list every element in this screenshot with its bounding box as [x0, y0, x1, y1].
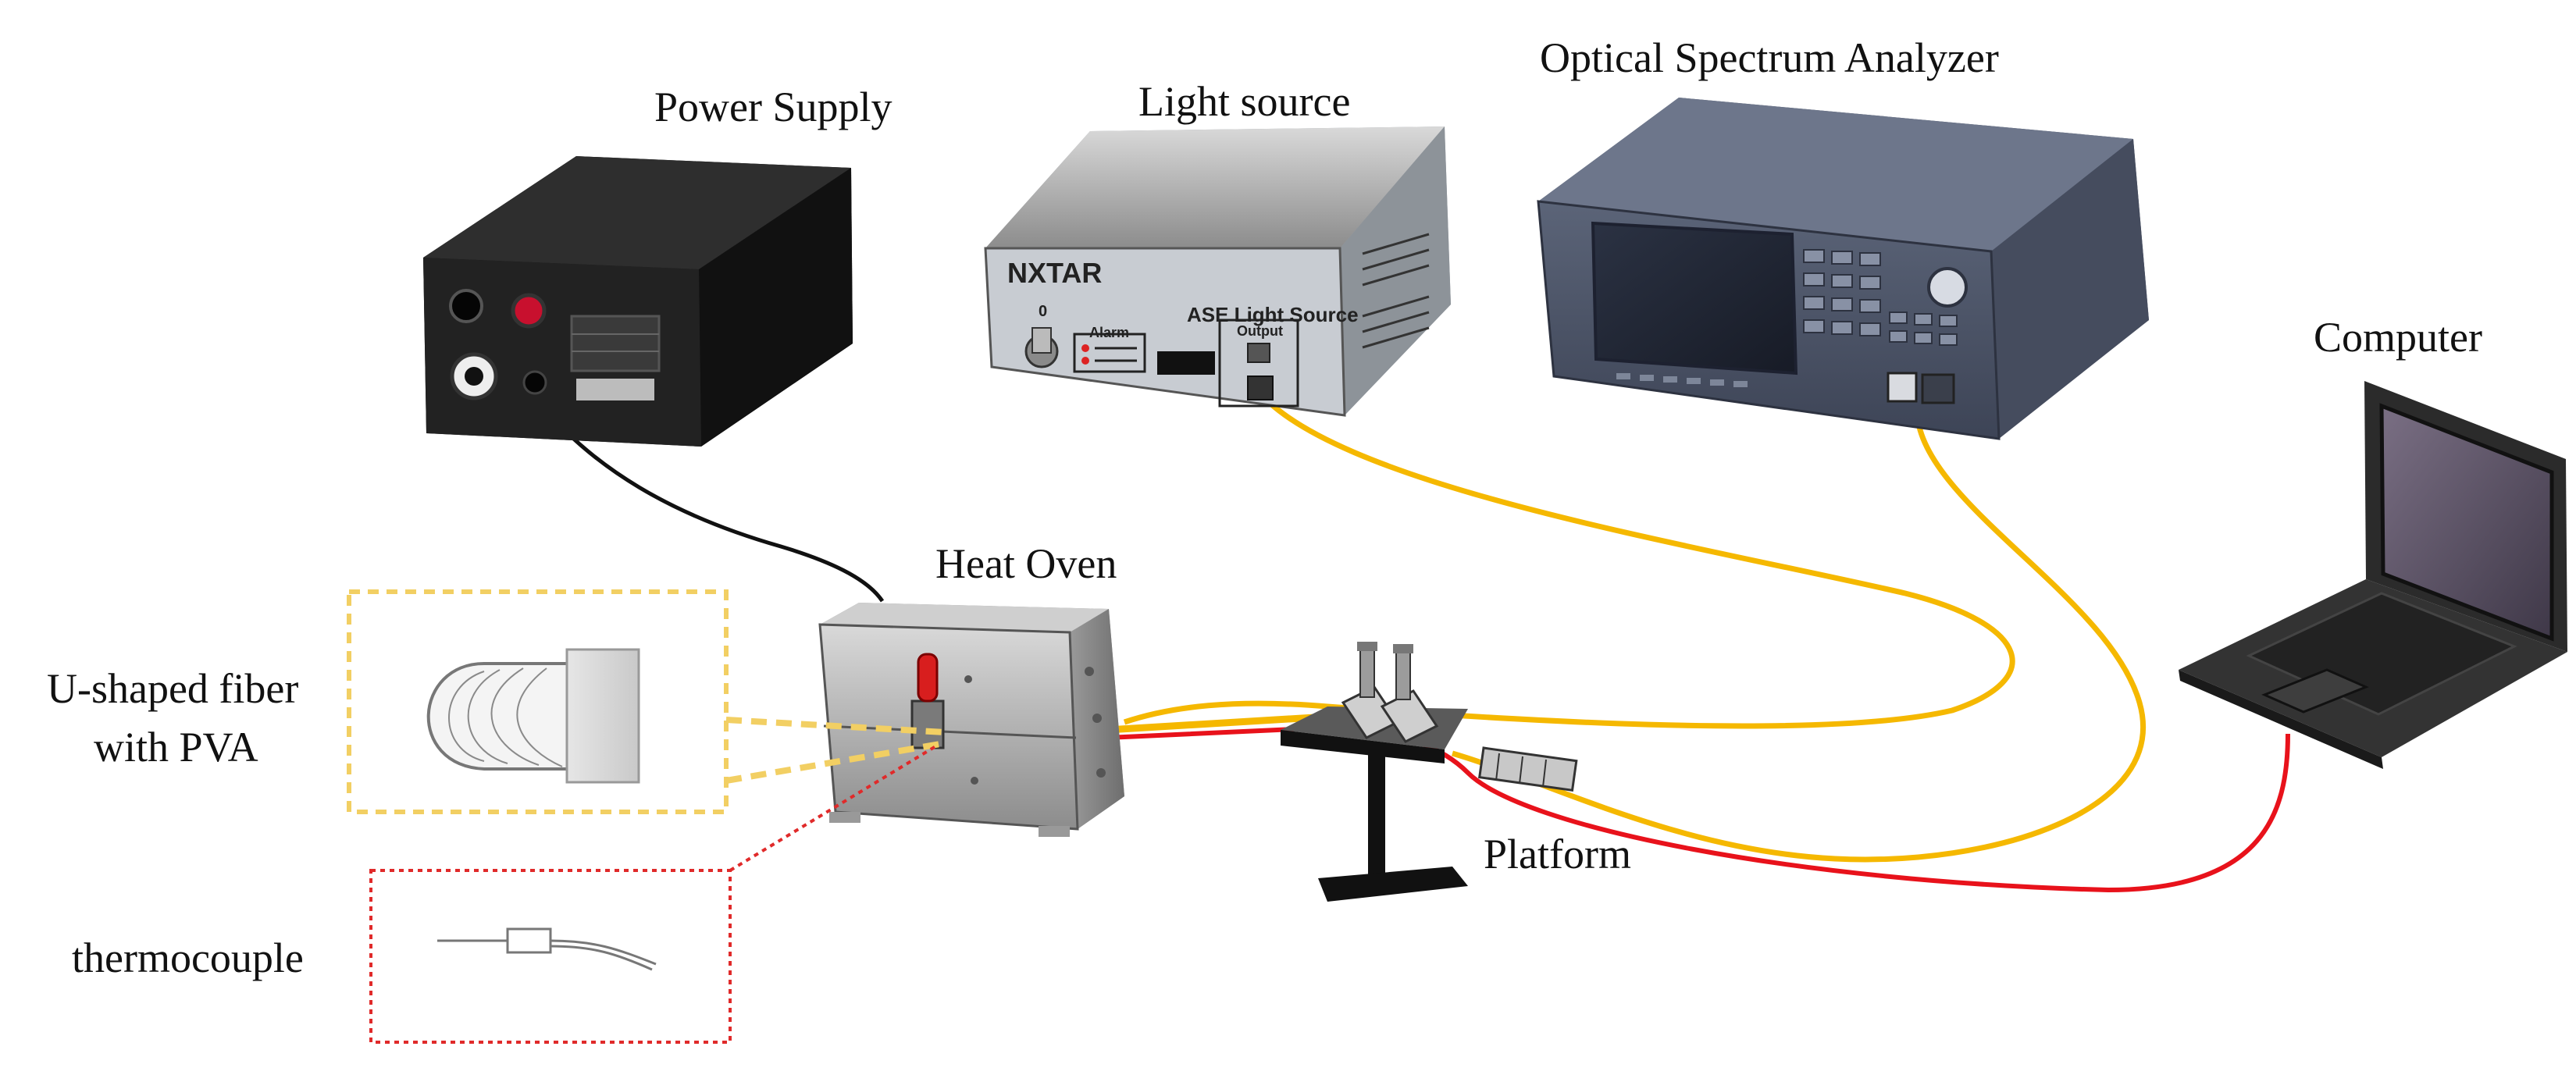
- osa-input-port: [1887, 372, 1955, 404]
- power-cable: [537, 400, 885, 603]
- micrometer: [1478, 746, 1578, 792]
- ase-title-label: ASE Light Source: [1187, 303, 1359, 326]
- alarm-panel: Alarm: [1073, 325, 1146, 373]
- light-source-vents: [1362, 233, 1430, 349]
- label-osa: Optical Spectrum Analyzer: [1540, 34, 1999, 81]
- light-source-display: [1157, 351, 1215, 375]
- label-power-supply: Power Supply: [654, 84, 893, 130]
- osa-bottom-keys: [1616, 373, 1748, 387]
- label-platform: Platform: [1484, 831, 1631, 877]
- fiber-osa-to-platform: [1452, 405, 2147, 863]
- output-label: Output: [1237, 323, 1283, 339]
- laptop-screen: [2379, 403, 2554, 642]
- osa-knob: [1927, 267, 1968, 308]
- light-source: NXTAR ASE Light Source 0 Alarm Output: [984, 126, 1451, 417]
- fiber-callout-border: [347, 589, 729, 814]
- u-shaped-fiber-illustration: [426, 648, 640, 784]
- switch-mark: 0: [1039, 303, 1047, 320]
- osa-screen: [1591, 221, 1798, 375]
- thermocouple-callout-border: [369, 869, 732, 1044]
- thermocouple-callout: thermocouple: [72, 744, 939, 1044]
- thermocouple-cable: [1106, 724, 2290, 893]
- label-fiber-line1: U-shaped fiber: [47, 665, 298, 712]
- power-display: [570, 315, 661, 372]
- label-fiber-line2: with PVA: [94, 724, 258, 771]
- power-button-red: [511, 293, 547, 329]
- label-computer: Computer: [2314, 314, 2482, 361]
- power-supply: [423, 156, 853, 447]
- platform-stage: [1281, 642, 1578, 902]
- oven-clamp: [910, 653, 945, 749]
- osa-button-grid: [1803, 249, 1958, 346]
- optical-spectrum-analyzer: [1537, 98, 2149, 440]
- label-heat-oven: Heat Oven: [935, 540, 1117, 587]
- fiber-source-to-platform: [1123, 400, 2015, 729]
- toggle-switch: [1024, 327, 1059, 368]
- power-knob: [449, 289, 483, 323]
- brand-label: NXTAR: [1007, 257, 1102, 289]
- computer-laptop: [2179, 381, 2567, 769]
- fiber-oven-to-platform: [1106, 713, 1328, 734]
- alarm-label: Alarm: [1089, 325, 1129, 340]
- fiber-callout: U-shaped fiber with PVA: [47, 589, 946, 814]
- label-thermocouple: thermocouple: [72, 934, 304, 981]
- thermocouple-illustration: [437, 927, 657, 971]
- output-port-panel: Output: [1218, 319, 1299, 408]
- heat-oven: [818, 603, 1124, 837]
- label-light-source: Light source: [1138, 78, 1350, 125]
- laptop-touchpad: [2261, 668, 2369, 714]
